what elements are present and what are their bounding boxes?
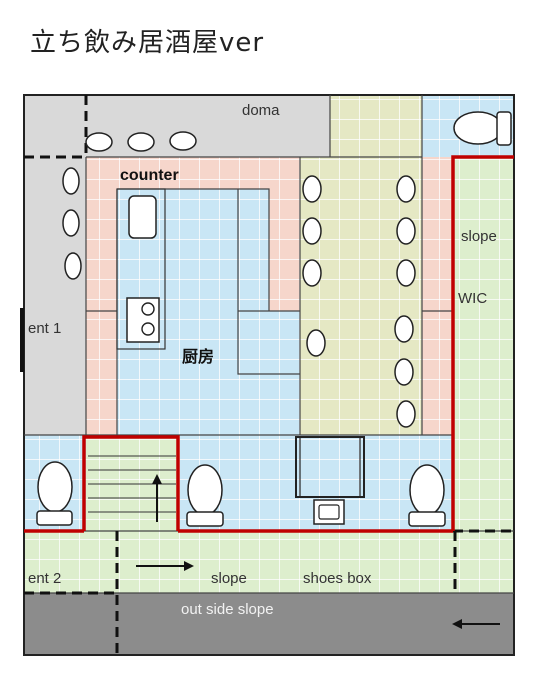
bottom-slope-area <box>24 531 514 593</box>
stairs <box>88 455 176 513</box>
stool <box>302 259 322 287</box>
kitchen-outline <box>116 188 300 435</box>
pink-right-strip <box>422 157 453 435</box>
stool <box>396 175 416 203</box>
toilet-middle-icon <box>186 464 224 527</box>
stool <box>127 132 155 152</box>
kitchen-lower-area <box>238 311 300 374</box>
stool <box>302 175 322 203</box>
arrow-left-icon <box>452 619 462 629</box>
doma-label: doma <box>242 102 280 119</box>
toilet-top-icon <box>453 111 512 146</box>
outside-slope-label: out side slope <box>181 601 274 618</box>
stool <box>85 132 113 152</box>
stool <box>394 358 414 386</box>
outer-wall <box>23 94 515 656</box>
slope-right-label: slope <box>461 228 497 245</box>
left-corridor-area <box>24 157 86 435</box>
dashed-boundaries <box>24 95 514 655</box>
basin-bowl <box>318 504 340 520</box>
kitchen-label: 厨房 <box>182 347 214 366</box>
sink-icon <box>128 195 157 239</box>
stool <box>394 315 414 343</box>
standing-area <box>300 157 422 435</box>
stool <box>396 259 416 287</box>
slope-bottom-label: slope <box>211 570 247 587</box>
stool <box>306 329 326 357</box>
red-walls <box>24 155 514 533</box>
arrow-right-icon <box>184 561 194 571</box>
burner-icon <box>141 302 155 316</box>
shoes-box-label: shoes box <box>303 570 372 587</box>
kitchen-inner-counter <box>238 189 269 311</box>
stool <box>64 252 82 280</box>
stool <box>302 217 322 245</box>
ent1-label: ent 1 <box>28 320 61 337</box>
olive-top-area <box>330 95 422 157</box>
kitchen-counter-unit <box>116 188 166 350</box>
plan-title: 立ち飲み居酒屋ver <box>30 28 265 58</box>
toilet-left-icon <box>36 461 73 526</box>
stool <box>169 131 197 151</box>
wic-area <box>453 157 514 531</box>
stool <box>62 209 80 237</box>
ent2-label: ent 2 <box>28 570 61 587</box>
burner-icon <box>141 322 155 336</box>
kitchen-area <box>117 189 300 435</box>
outside-slope-area <box>24 593 514 655</box>
stool <box>62 167 80 195</box>
toilet-right-icon <box>408 464 446 527</box>
stool <box>396 217 416 245</box>
shoe-cabinet <box>295 436 365 498</box>
arrow-head-icon <box>152 474 162 484</box>
counter-label: counter <box>120 167 179 184</box>
wic-label: WIC <box>458 290 487 307</box>
stool <box>396 400 416 428</box>
stools <box>62 131 416 428</box>
